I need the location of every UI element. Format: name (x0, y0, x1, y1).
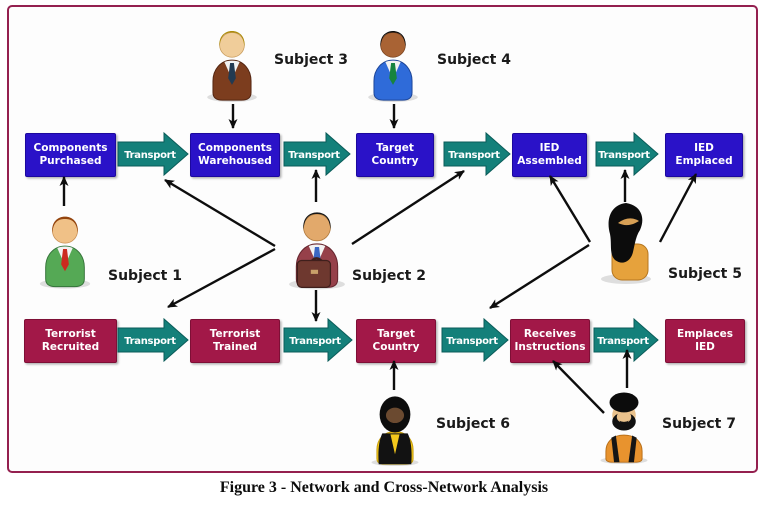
person-icon-subject-5 (601, 203, 651, 284)
subject-label-6: Subject 6 (436, 416, 510, 432)
svg-text:Transport: Transport (446, 336, 498, 347)
stage-ied-emplaced: IED Emplaced (665, 133, 743, 177)
svg-text:Transport: Transport (124, 336, 176, 347)
stage-emplaces-ied: Emplaces IED (665, 319, 745, 363)
figure-caption: Figure 3 - Network and Cross-Network Ana… (219, 479, 549, 496)
transport-arrow-bottom-1: Transport (117, 317, 189, 363)
subject-label-7: Subject 7 (662, 416, 736, 432)
stage-terrorist-trained: Terrorist Trained (190, 319, 280, 363)
svg-text:Transport: Transport (124, 150, 176, 161)
subject-label-5: Subject 5 (668, 266, 742, 282)
transport-arrow-top-4: Transport (595, 131, 659, 177)
svg-text:Transport: Transport (597, 336, 649, 347)
transport-arrow-bottom-3: Transport (441, 317, 509, 363)
transport-arrow-top-2: Transport (283, 131, 351, 177)
svg-text:Transport: Transport (289, 336, 341, 347)
stage-ied-assembled: IED Assembled (512, 133, 587, 177)
stage-target-country-top: Target Country (356, 133, 434, 177)
person-icon-subject-3 (207, 31, 257, 102)
transport-arrow-top-1: Transport (117, 131, 189, 177)
person-icon-subject-6 (371, 396, 419, 466)
transport-arrow-bottom-2: Transport (283, 317, 353, 363)
transport-arrow-bottom-4: Transport (593, 317, 659, 363)
person-icon-subject-2 (289, 212, 345, 290)
stage-receives-instructions: Receives Instructions (510, 319, 590, 363)
person-icon-subject-1 (39, 216, 91, 289)
subject-label-3: Subject 3 (274, 52, 348, 68)
svg-text:Transport: Transport (288, 150, 340, 161)
svg-text:Transport: Transport (448, 150, 500, 161)
stage-components-warehoused: Components Warehoused (190, 133, 280, 177)
svg-text:Transport: Transport (598, 150, 650, 161)
stage-components-purchased: Components Purchased (25, 133, 116, 177)
subject-label-1: Subject 1 (108, 268, 182, 284)
subject-label-2: Subject 2 (352, 268, 426, 284)
person-icon-subject-4 (368, 31, 418, 102)
stage-target-country-bottom: Target Country (356, 319, 436, 363)
stage-terrorist-recruited: Terrorist Recruited (24, 319, 117, 363)
person-icon-subject-7 (600, 392, 648, 464)
transport-arrow-top-3: Transport (443, 131, 511, 177)
subject-label-4: Subject 4 (437, 52, 511, 68)
